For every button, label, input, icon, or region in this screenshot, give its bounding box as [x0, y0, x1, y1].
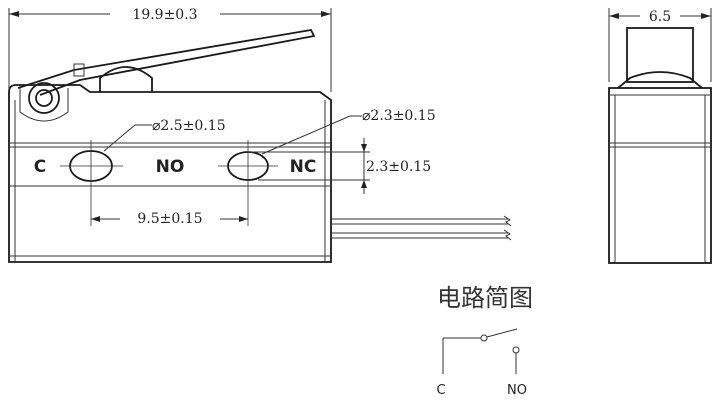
dim-width: 6.5: [649, 9, 671, 25]
circuit-c-contact: [480, 334, 488, 342]
circuit-diagram: 电路简图 C NO: [436, 284, 533, 398]
circuit-switch-lever: [486, 328, 518, 338]
arrow-right: [321, 11, 331, 17]
circuit-title: 电路简图: [437, 284, 533, 312]
plunger: [99, 66, 153, 92]
terminal-label-no: NO: [156, 157, 185, 177]
dim-hole-offset: 2.3±0.15: [366, 159, 431, 175]
arrow-left: [9, 11, 19, 17]
circuit-label-c: C: [436, 383, 445, 398]
wire-leads: [331, 215, 512, 241]
leader-left-hole: [103, 124, 136, 152]
dim-overall-length: 19.9±0.3: [132, 7, 197, 23]
circuit-no-contact: [512, 346, 520, 354]
terminal-label-c: C: [34, 157, 46, 177]
side-view: 6.5: [608, 8, 712, 264]
front-view: 19.9±0.3: [8, 7, 512, 263]
pivot-hole: [35, 89, 53, 107]
pivot-boss: [28, 82, 60, 114]
circuit-label-no: NO: [507, 383, 527, 398]
dim-hole-right-diameter: ⌀2.3±0.15: [362, 108, 436, 124]
side-body: [608, 87, 712, 264]
leader-right-hole: [261, 115, 351, 155]
lever-arm: [17, 29, 316, 96]
side-plunger: [617, 71, 703, 89]
dim-hole-spacing: 9.5±0.15: [137, 211, 202, 227]
side-lever: [626, 27, 694, 83]
terminal-label-nc: NC: [290, 157, 317, 177]
dim-hole-left-diameter: ⌀2.5±0.15: [152, 118, 226, 134]
